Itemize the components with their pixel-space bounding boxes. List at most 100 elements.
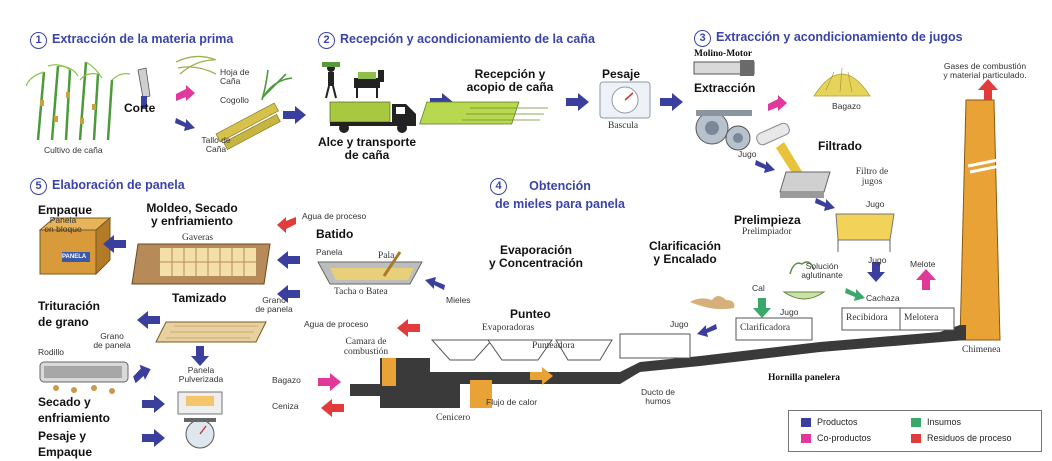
sugarcane-field-icon xyxy=(25,61,131,141)
legend-swatch-productos xyxy=(801,418,811,427)
cane-stalk-icon xyxy=(215,102,281,151)
bagasse-pile-icon xyxy=(813,67,871,97)
legend-label-residuos: Residuos de proceso xyxy=(927,433,1012,443)
label-panela: Panela xyxy=(316,247,343,257)
label-cal: Cal xyxy=(752,283,765,293)
label-punteo: Punteo xyxy=(510,307,551,321)
arrow-reception-to-weigh xyxy=(566,93,589,111)
arrow-weigh-to-s3 xyxy=(660,93,683,111)
label-prelimpieza: Prelimpieza xyxy=(734,213,801,227)
legend: Productos Insumos Co-productos Residuos … xyxy=(788,410,1042,452)
arrow-water-out-2 xyxy=(397,319,420,337)
tray-icon xyxy=(317,251,423,285)
machete-icon xyxy=(137,67,151,109)
label-agua-2: Agua de proceso xyxy=(304,319,369,329)
label-extraccion: Extracción xyxy=(694,81,756,95)
label-secado-2: Secado y enfriamiento xyxy=(38,395,111,426)
arrow-binder-in xyxy=(845,288,865,301)
arrow-roller-to-sieve xyxy=(133,364,151,384)
arrow-juice-to-clarifier xyxy=(697,324,717,337)
label-evaporacion: Evaporación y Concentración xyxy=(488,243,584,270)
legend-label-productos: Productos xyxy=(817,417,858,427)
filter-box-icon xyxy=(779,171,831,198)
label-camara: Camara de combustión xyxy=(343,337,389,357)
label-filtrado: Filtrado xyxy=(818,139,862,153)
label-melote: Melote xyxy=(910,259,936,269)
label-jugo-3: Jugo xyxy=(868,255,887,265)
label-clarificacion: Clarificación y Encalado xyxy=(648,239,722,266)
label-bascula: Bascula xyxy=(608,121,639,131)
label-jugo-1: Jugo xyxy=(738,149,757,159)
arrow-lime-in xyxy=(753,298,771,318)
label-tamizado: Tamizado xyxy=(172,291,227,305)
label-corte: Corte xyxy=(124,101,156,115)
label-recepcion: Recepción y acopio de caña xyxy=(466,67,554,94)
label-hoja: Hoja de Caña xyxy=(220,67,250,86)
legend-swatch-insumos xyxy=(911,418,921,427)
label-prelimpiador: Prelimpiador xyxy=(742,227,792,237)
arrow-s1-to-s2 xyxy=(283,106,306,124)
label-evaporadoras: Evaporadoras xyxy=(482,323,535,333)
arrow-heat-flow xyxy=(530,367,553,385)
cane-leaf-icon xyxy=(175,55,217,75)
label-pala: Pala xyxy=(378,251,395,261)
label-cogollo: Cogollo xyxy=(220,95,249,105)
precleaner-icon xyxy=(835,213,895,252)
chimney-icon xyxy=(959,99,1001,341)
label-grano-1: Grano de panela xyxy=(255,295,293,314)
label-recibidora: Recibidora xyxy=(846,313,888,323)
label-molino: Molino-Motor xyxy=(694,49,753,59)
arrow-ash-out xyxy=(321,399,344,417)
sieve-icon xyxy=(155,321,267,343)
binder-bowl-icon xyxy=(782,261,826,300)
label-trituracion: Trituración de grano xyxy=(38,299,101,330)
cane-pile-icon xyxy=(419,101,548,125)
arrow-beat-to-molds xyxy=(277,251,300,269)
package-icon xyxy=(177,391,223,415)
label-melotera: Melotera xyxy=(904,313,939,323)
molds-icon xyxy=(131,243,271,285)
arrow-bagasse-in xyxy=(318,373,341,391)
label-jugo-2: Jugo xyxy=(866,199,885,209)
arrow-water-out-1 xyxy=(277,217,296,233)
label-pesaje: Pesaje xyxy=(602,67,641,81)
label-gases: Gases de combustión y material particula… xyxy=(943,61,1027,80)
arrow-melote-up xyxy=(916,269,936,290)
label-jugo-5: Jugo xyxy=(670,319,689,329)
label-mieles: Mieles xyxy=(446,295,471,305)
panela-box-icon xyxy=(38,216,112,276)
arrow-dry-to-package xyxy=(142,395,165,413)
loader-person-icon xyxy=(322,62,340,99)
arrow-cut-to-leaf xyxy=(176,85,195,101)
label-empaque-1: Empaque xyxy=(38,203,93,217)
furnace-structure xyxy=(350,307,966,408)
section-4-title: 4 xyxy=(490,178,512,195)
label-panela-bloque: Panela en bloque xyxy=(44,215,82,234)
label-bagazo-top: Bagazo xyxy=(832,101,861,111)
label-cultivo: Cultivo de caña xyxy=(44,145,103,155)
label-solucion: Solución aglutinante xyxy=(801,261,843,280)
arrow-tray-to-sieve xyxy=(277,285,300,303)
label-pesaje-empaque: Pesaje y Empaque xyxy=(38,429,93,460)
truck-icon xyxy=(329,101,416,133)
label-ceniza: Ceniza xyxy=(272,401,299,411)
label-flujo: Flujo de calor xyxy=(486,397,538,407)
arrow-sieve-to-grind xyxy=(137,311,160,329)
label-grano-2: Grano de panela xyxy=(93,331,131,350)
label-cachaza: Cachaza xyxy=(866,293,900,303)
label-punteadora: Punteadora xyxy=(532,341,575,351)
label-moldeo: Moldeo, Secado y enfriamiento xyxy=(146,201,238,228)
legend-swatch-coproductos xyxy=(801,434,811,443)
label-hornilla: Hornilla panelera xyxy=(768,373,841,383)
label-bagazo-in: Bagazo xyxy=(272,375,301,385)
roller-icon xyxy=(39,361,129,394)
label-clarificadora: Clarificadora xyxy=(740,323,791,333)
arrow-mill-to-bagasse xyxy=(768,95,787,111)
arrow-pre-to-recv xyxy=(867,262,885,282)
arrow-gases-up xyxy=(978,79,998,100)
